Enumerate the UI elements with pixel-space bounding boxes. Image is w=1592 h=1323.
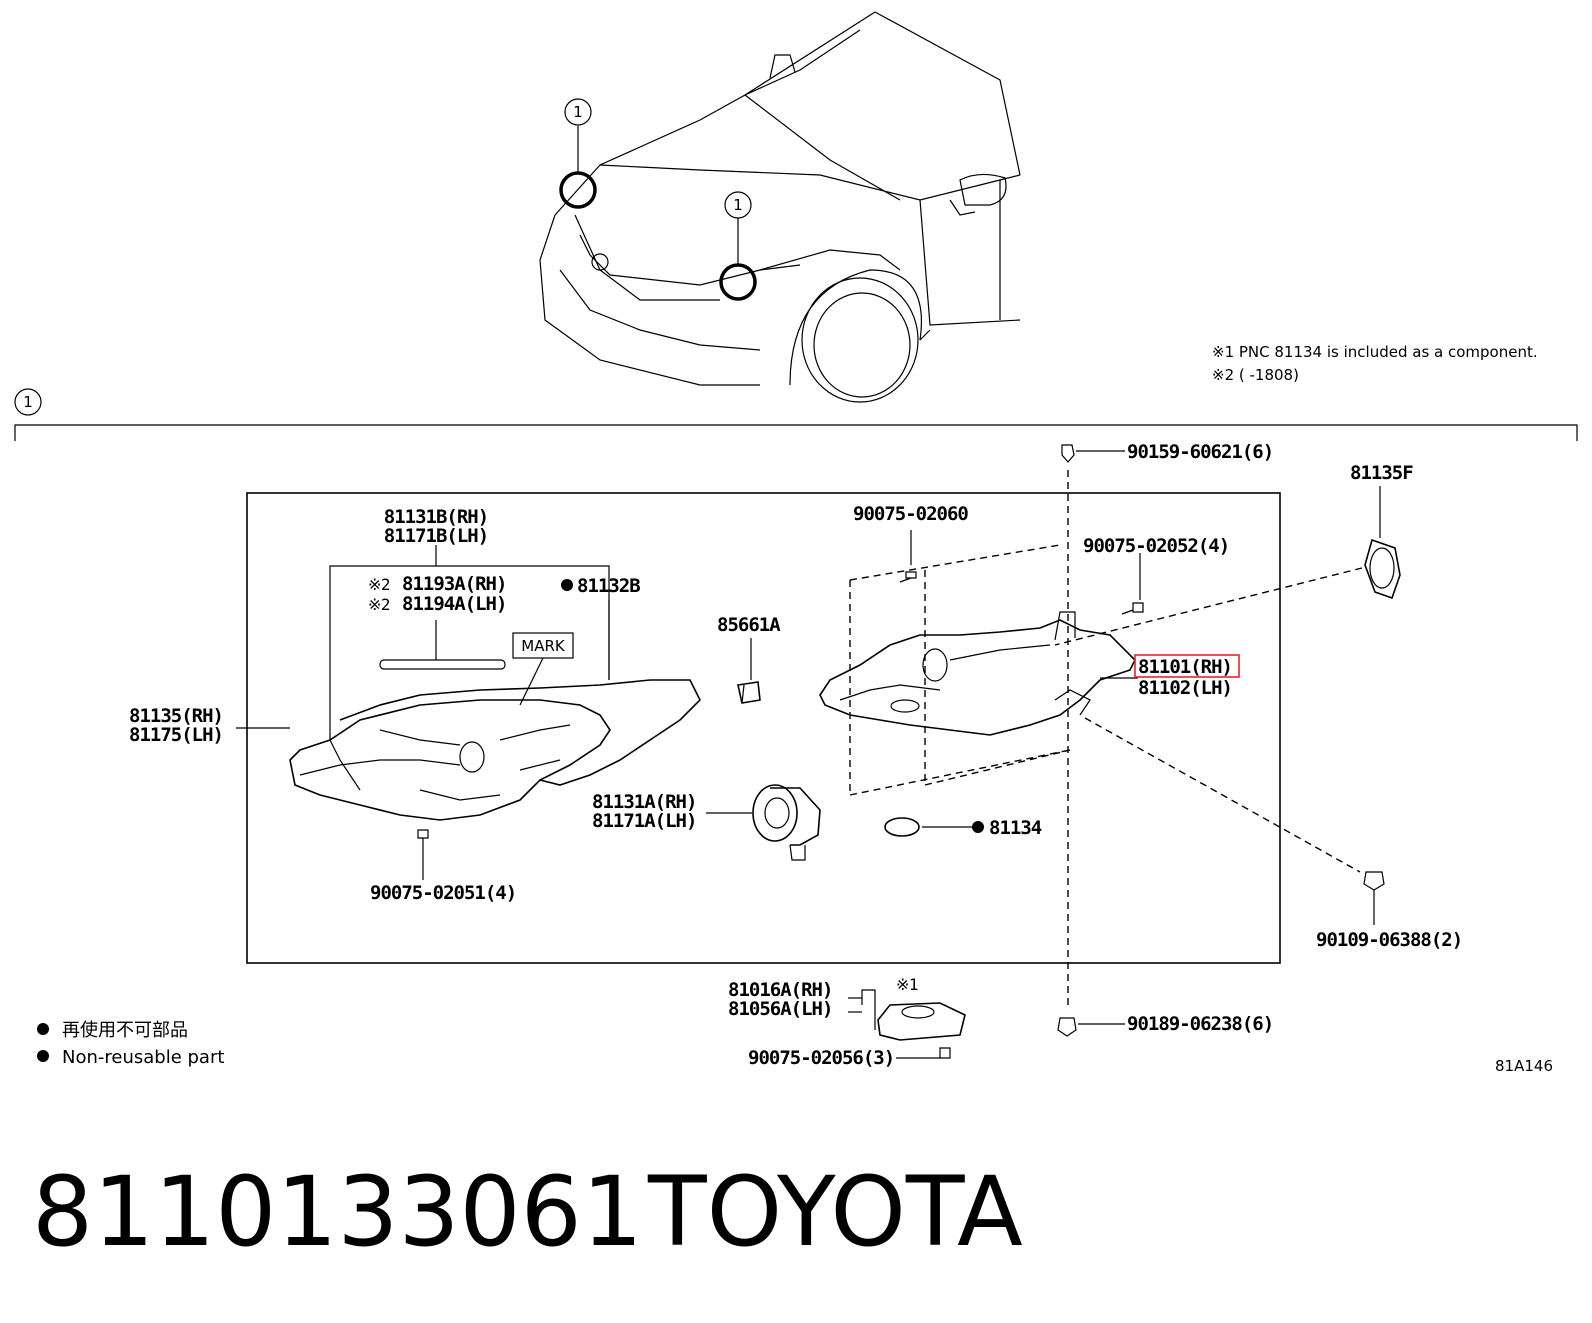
label-81131A-rh: 81131A(RH) [592, 791, 696, 813]
clip-85661A [737, 638, 761, 704]
projector-81131A [706, 784, 821, 861]
section-bracket [14, 424, 1578, 441]
highlight-81101 [1134, 654, 1240, 678]
label-81135-rh: 81135(RH) [129, 705, 223, 727]
screw-90109-06388 [1084, 717, 1385, 925]
legend-jp: 再使用不可部品 [62, 1020, 188, 1041]
footer-brand: TOYOTA [647, 1156, 1023, 1268]
label-90075-02056: 90075-02056(3) [748, 1047, 894, 1069]
label-81194A-note: ※2 [368, 595, 390, 614]
headlamp-unit-exploded [236, 545, 701, 880]
label-90189: 90189-06238(6) [1127, 1013, 1273, 1035]
label-81101-rh: 81101(RH) [1138, 656, 1232, 678]
label-90075-02051: 90075-02051(4) [370, 882, 516, 904]
label-81102-lh: 81102(LH) [1138, 677, 1232, 699]
car-front-illustration: 1 1 [539, 11, 1021, 403]
label-81016A-rh: 81016A(RH) [728, 979, 832, 1001]
label-90109: 90109-06388(2) [1316, 929, 1462, 951]
bolt-90159-90189-axis [1057, 444, 1125, 1037]
label-85661A: 85661A [717, 614, 781, 636]
non-reusable-dot-81134 [972, 821, 984, 833]
label-81171B-lh: 81171B(LH) [384, 525, 488, 547]
note-1: ※1 PNC 81134 is included as a component. [1212, 343, 1538, 361]
label-81175-lh: 81175(LH) [129, 724, 223, 746]
footer-part-number: 8110133061 [32, 1156, 643, 1268]
label-81135F: 81135F [1350, 462, 1413, 484]
callout-car-1: 1 [573, 103, 583, 121]
label-81016A-note: ※1 [896, 975, 918, 994]
label-81132B: 81132B [577, 575, 640, 597]
label-90075-02060: 90075-02060 [853, 503, 968, 525]
callout-car-2: 1 [733, 196, 743, 214]
label-81131B-rh: 81131B(RH) [384, 506, 488, 528]
bolt-90075-02060 [899, 530, 917, 583]
ballast-81016A [848, 989, 966, 1059]
label-mark: MARK [521, 637, 566, 655]
o-ring-81134 [884, 817, 920, 837]
label-81134: 81134 [989, 817, 1042, 839]
label-90075-02052: 90075-02052(4) [1083, 535, 1229, 557]
label-90159: 90159-60621(6) [1127, 441, 1273, 463]
label-81056A-lh: 81056A(LH) [728, 998, 832, 1020]
legend-dot-1 [37, 1023, 49, 1035]
label-81171A-lh: 81171A(LH) [592, 810, 696, 832]
legend-dot-2 [37, 1050, 49, 1062]
label-81194A: 81194A(LH) [402, 593, 506, 615]
section-marker: 1 [23, 393, 33, 411]
bolt-90075-02052 [1121, 553, 1144, 615]
cap-81135F [1054, 486, 1401, 646]
housing-81101 [819, 544, 1138, 796]
label-81193A: 81193A(RH) [402, 573, 506, 595]
diagram-reference: 81A146 [1495, 1057, 1553, 1075]
label-81193A-note: ※2 [368, 575, 390, 594]
legend-en: Non-reusable part [62, 1047, 224, 1068]
non-reusable-dot-81132B [561, 579, 573, 591]
note-2: ※2 ( -1808) [1212, 366, 1299, 384]
